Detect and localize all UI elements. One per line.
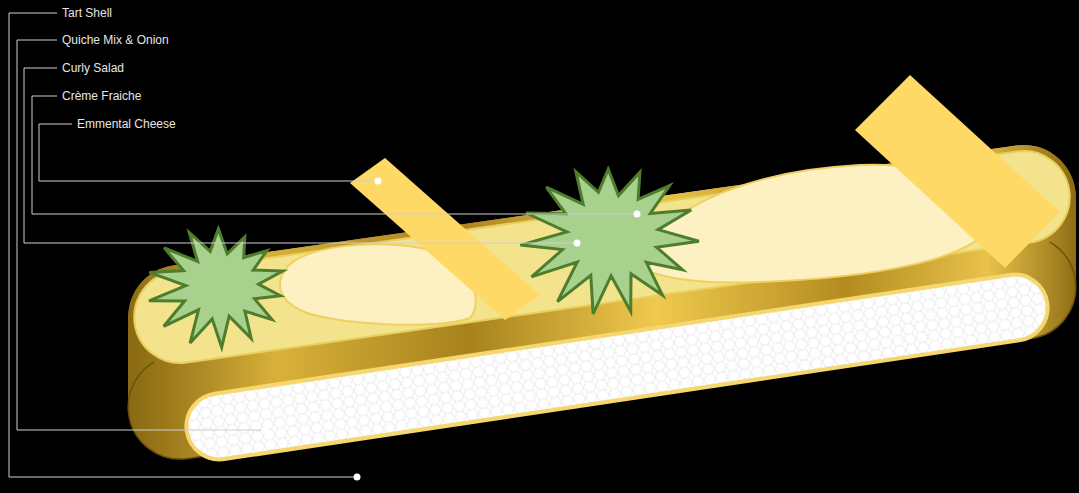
leader-dot <box>262 427 269 434</box>
curly-salad-leaf <box>520 169 699 314</box>
part-label: Emmental Cheese <box>77 117 176 131</box>
leader-line <box>24 68 575 243</box>
leader-line <box>9 13 355 477</box>
part-label: Tart Shell <box>62 6 112 20</box>
leader-dot <box>375 178 382 185</box>
part-label: Curly Salad <box>62 61 124 75</box>
emmental-strip <box>855 75 1060 268</box>
leader-dot <box>574 240 581 247</box>
leader-line <box>39 124 376 181</box>
leader-line <box>32 96 635 214</box>
emmental-strip <box>350 158 540 320</box>
part-label: Quiche Mix & Onion <box>62 33 169 47</box>
curly-salad <box>149 169 699 347</box>
part-label: Crème Fraiche <box>62 89 141 103</box>
leader-line <box>17 40 263 430</box>
leader-dot <box>354 474 361 481</box>
curly-salad-leaf <box>149 229 283 347</box>
leader-dot <box>634 211 641 218</box>
